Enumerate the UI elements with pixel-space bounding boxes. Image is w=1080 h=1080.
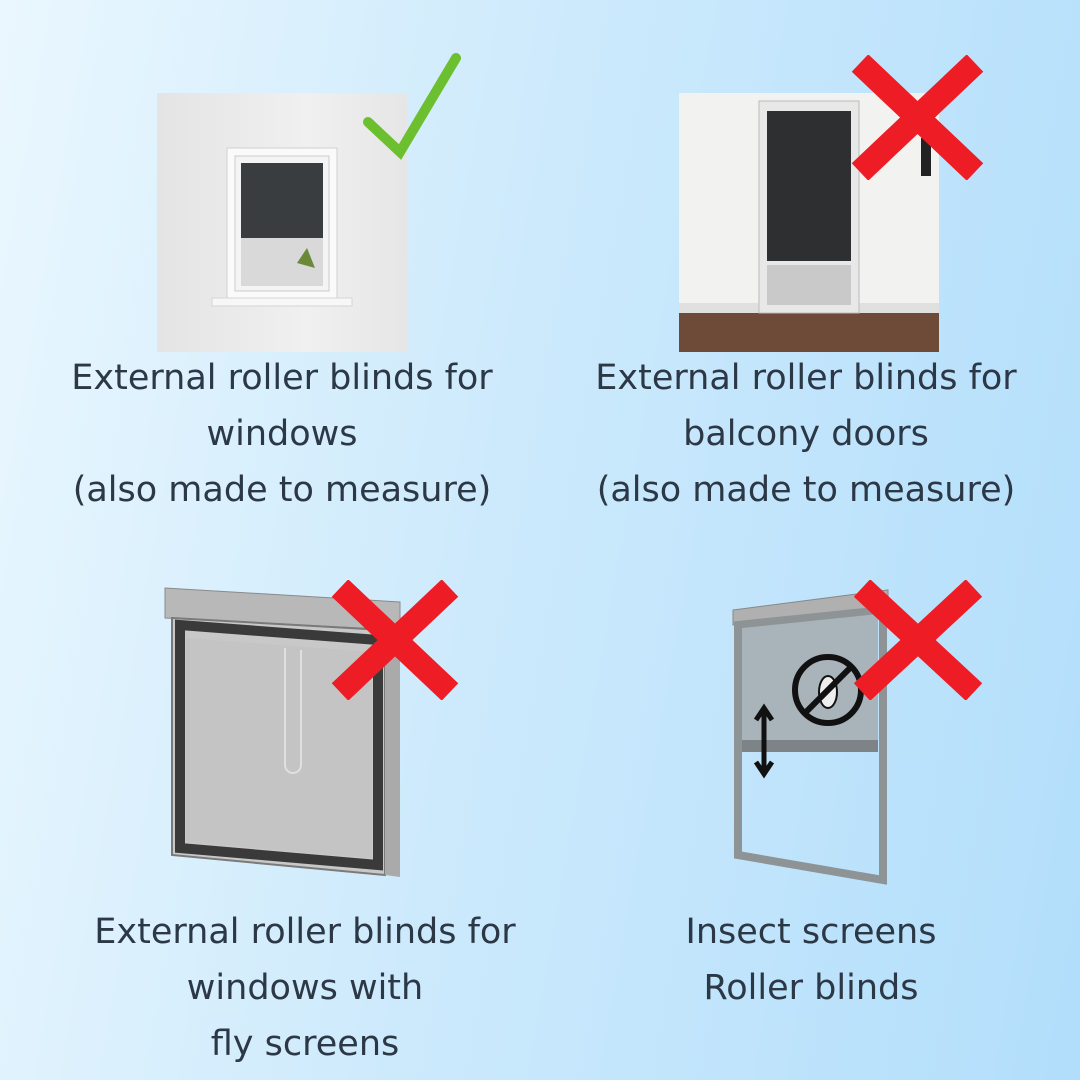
caption-line: External roller blinds for [595,358,1017,398]
caption-line: fly screens [210,1024,400,1064]
caption-line: External roller blinds for [94,912,516,952]
caption-insect-screens: Insect screens Roller blinds [551,904,1071,1016]
caption-line: balcony doors [683,414,929,454]
cross-icon [331,580,459,700]
caption-line: windows [206,414,358,454]
cross-icon [851,55,984,180]
balcony-door-photo [679,93,939,352]
caption-line: windows with [186,968,424,1008]
check-icon [363,53,461,160]
caption-balcony-door-blinds: External roller blinds for balcony doors… [546,350,1066,518]
caption-window-blinds: External roller blinds for windows (also… [22,350,542,518]
caption-line: (also made to measure) [72,470,492,510]
no-insects-icon [792,654,864,726]
fly-screen-window-illustration [164,587,401,877]
caption-fly-screen-blinds: External roller blinds for windows with … [45,904,565,1072]
cross-icon [853,580,983,700]
caption-line: Roller blinds [703,968,919,1008]
caption-line: External roller blinds for [71,358,493,398]
caption-line: Insect screens [685,912,937,952]
insect-screen-illustration [732,589,889,885]
window-roller-blind-photo [157,93,407,352]
caption-line: (also made to measure) [596,470,1016,510]
